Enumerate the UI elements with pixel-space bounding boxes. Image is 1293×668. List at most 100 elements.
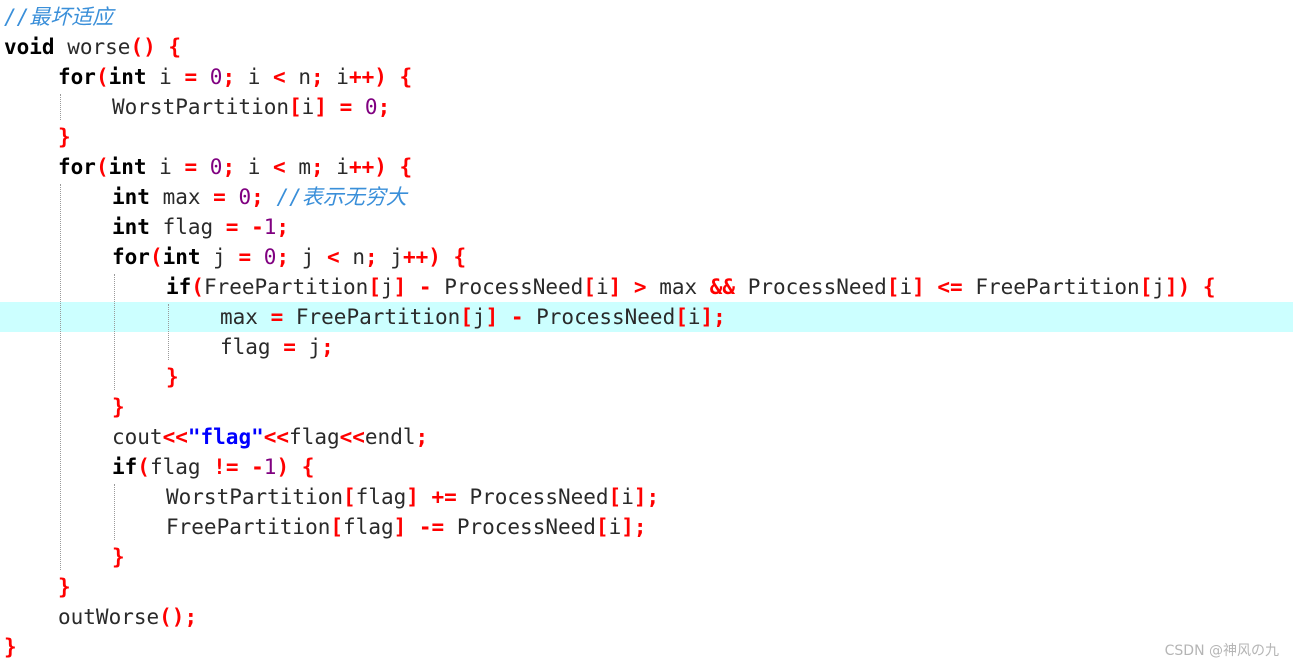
code-token: =	[283, 335, 296, 359]
code-token: ++) {	[348, 65, 413, 89]
code-token: 0	[263, 245, 277, 269]
code-token: j	[380, 275, 394, 299]
code-token: }	[166, 365, 179, 389]
code-token: =	[213, 185, 226, 209]
code-line[interactable]: FreePartition[flag] -= ProcessNeed[i];	[0, 512, 1293, 542]
code-token: }	[112, 545, 125, 569]
code-token: 0	[209, 155, 223, 179]
code-token: i	[146, 65, 185, 89]
code-token: ;	[310, 155, 324, 179]
code-token	[197, 65, 210, 89]
code-token: ] >	[608, 275, 647, 299]
code-token: void	[4, 35, 55, 59]
code-line-text: FreePartition[flag] -= ProcessNeed[i];	[166, 512, 647, 542]
code-token: ] -	[485, 305, 524, 329]
code-token: [	[330, 515, 344, 539]
code-token: ProcessNeed	[456, 485, 609, 509]
code-token: <	[327, 245, 340, 269]
code-token	[238, 455, 251, 479]
code-token: flag	[149, 215, 226, 239]
code-line-text: outWorse();	[58, 602, 197, 632]
indent-guide	[168, 304, 169, 360]
code-line-text: int flag = -1;	[112, 212, 289, 242]
code-line[interactable]: void worse() {	[0, 32, 1293, 62]
code-token: int	[162, 245, 201, 269]
code-line[interactable]: }	[0, 392, 1293, 422]
code-token: j	[472, 305, 486, 329]
code-token: endl	[364, 425, 416, 449]
code-token: =	[184, 65, 198, 89]
code-token: ;	[321, 335, 334, 359]
code-token: if	[112, 455, 138, 479]
code-token: for	[58, 155, 96, 179]
code-token: 0	[364, 95, 378, 119]
code-line[interactable]: flag = j;	[0, 332, 1293, 362]
code-line[interactable]: for(int i = 0; i < n; i++) {	[0, 62, 1293, 92]
code-token: -	[251, 215, 264, 239]
code-token: (	[191, 275, 204, 299]
code-line-text: if(FreePartition[j] - ProcessNeed[i] > m…	[166, 272, 1216, 302]
code-token: cout	[112, 425, 163, 449]
code-token: ] -=	[393, 515, 445, 539]
indent-guide	[114, 484, 115, 540]
code-line[interactable]: cout<<"flag"<<flag<<endl;	[0, 422, 1293, 452]
code-token: <	[273, 155, 286, 179]
code-token: [	[886, 275, 900, 299]
code-line-text: }	[112, 542, 125, 572]
code-line[interactable]: for(int j = 0; j < n; j++) {	[0, 242, 1293, 272]
code-line[interactable]: if(flag != -1) {	[0, 452, 1293, 482]
code-line[interactable]: WorstPartition[flag] += ProcessNeed[i];	[0, 482, 1293, 512]
code-token: -	[251, 455, 264, 479]
code-token: //表示无穷大	[276, 185, 407, 209]
code-token: flag	[149, 455, 214, 479]
code-token: max	[220, 305, 271, 329]
code-token: ;	[251, 185, 264, 209]
code-line[interactable]: int flag = -1;	[0, 212, 1293, 242]
code-line-text: int max = 0; //表示无穷大	[112, 182, 407, 212]
code-line[interactable]: int max = 0; //表示无穷大	[0, 182, 1293, 212]
code-line-current[interactable]: max = FreePartition[j] - ProcessNeed[i];	[0, 302, 1293, 332]
code-token: ] =	[314, 95, 353, 119]
code-line[interactable]: }	[0, 362, 1293, 392]
code-token: i	[323, 65, 349, 89]
code-token: }	[4, 635, 17, 659]
code-token	[264, 185, 277, 209]
code-line-text: if(flag != -1) {	[112, 452, 314, 482]
code-token: ;	[310, 65, 324, 89]
code-token: ];	[621, 515, 647, 539]
code-token: i	[899, 275, 913, 299]
code-token: max	[646, 275, 710, 299]
code-token: (	[137, 455, 150, 479]
code-token: }	[58, 125, 71, 149]
code-line[interactable]: WorstPartition[i] = 0;	[0, 92, 1293, 122]
code-token: max	[149, 185, 214, 209]
code-token: [	[675, 305, 688, 329]
code-token: m	[285, 155, 311, 179]
code-token: j	[1152, 275, 1165, 299]
code-token: (	[95, 155, 109, 179]
code-line[interactable]: outWorse();	[0, 602, 1293, 632]
code-line-text: max = FreePartition[j] - ProcessNeed[i];	[220, 302, 726, 332]
code-line[interactable]: if(FreePartition[j] - ProcessNeed[i] > m…	[0, 272, 1293, 302]
code-token: i	[235, 155, 274, 179]
code-token: 0	[238, 185, 252, 209]
code-line-text: }	[4, 632, 17, 662]
code-token: i	[323, 155, 349, 179]
code-line[interactable]: }	[0, 572, 1293, 602]
code-token: ;	[415, 425, 429, 449]
code-line[interactable]: }	[0, 122, 1293, 152]
code-token: for	[58, 65, 96, 89]
code-token: j	[377, 245, 403, 269]
code-line-text: WorstPartition[i] = 0;	[112, 92, 390, 122]
code-token: =	[184, 155, 198, 179]
code-line[interactable]: }	[0, 542, 1293, 572]
code-line[interactable]: //最坏适应	[0, 2, 1293, 32]
code-line[interactable]: }	[0, 632, 1293, 662]
code-line[interactable]: for(int i = 0; i < m; i++) {	[0, 152, 1293, 182]
code-token: <<	[162, 425, 188, 449]
code-token: &&	[709, 275, 736, 299]
code-token: <	[273, 65, 286, 89]
code-token: <<	[263, 425, 290, 449]
indent-guide	[60, 184, 61, 570]
